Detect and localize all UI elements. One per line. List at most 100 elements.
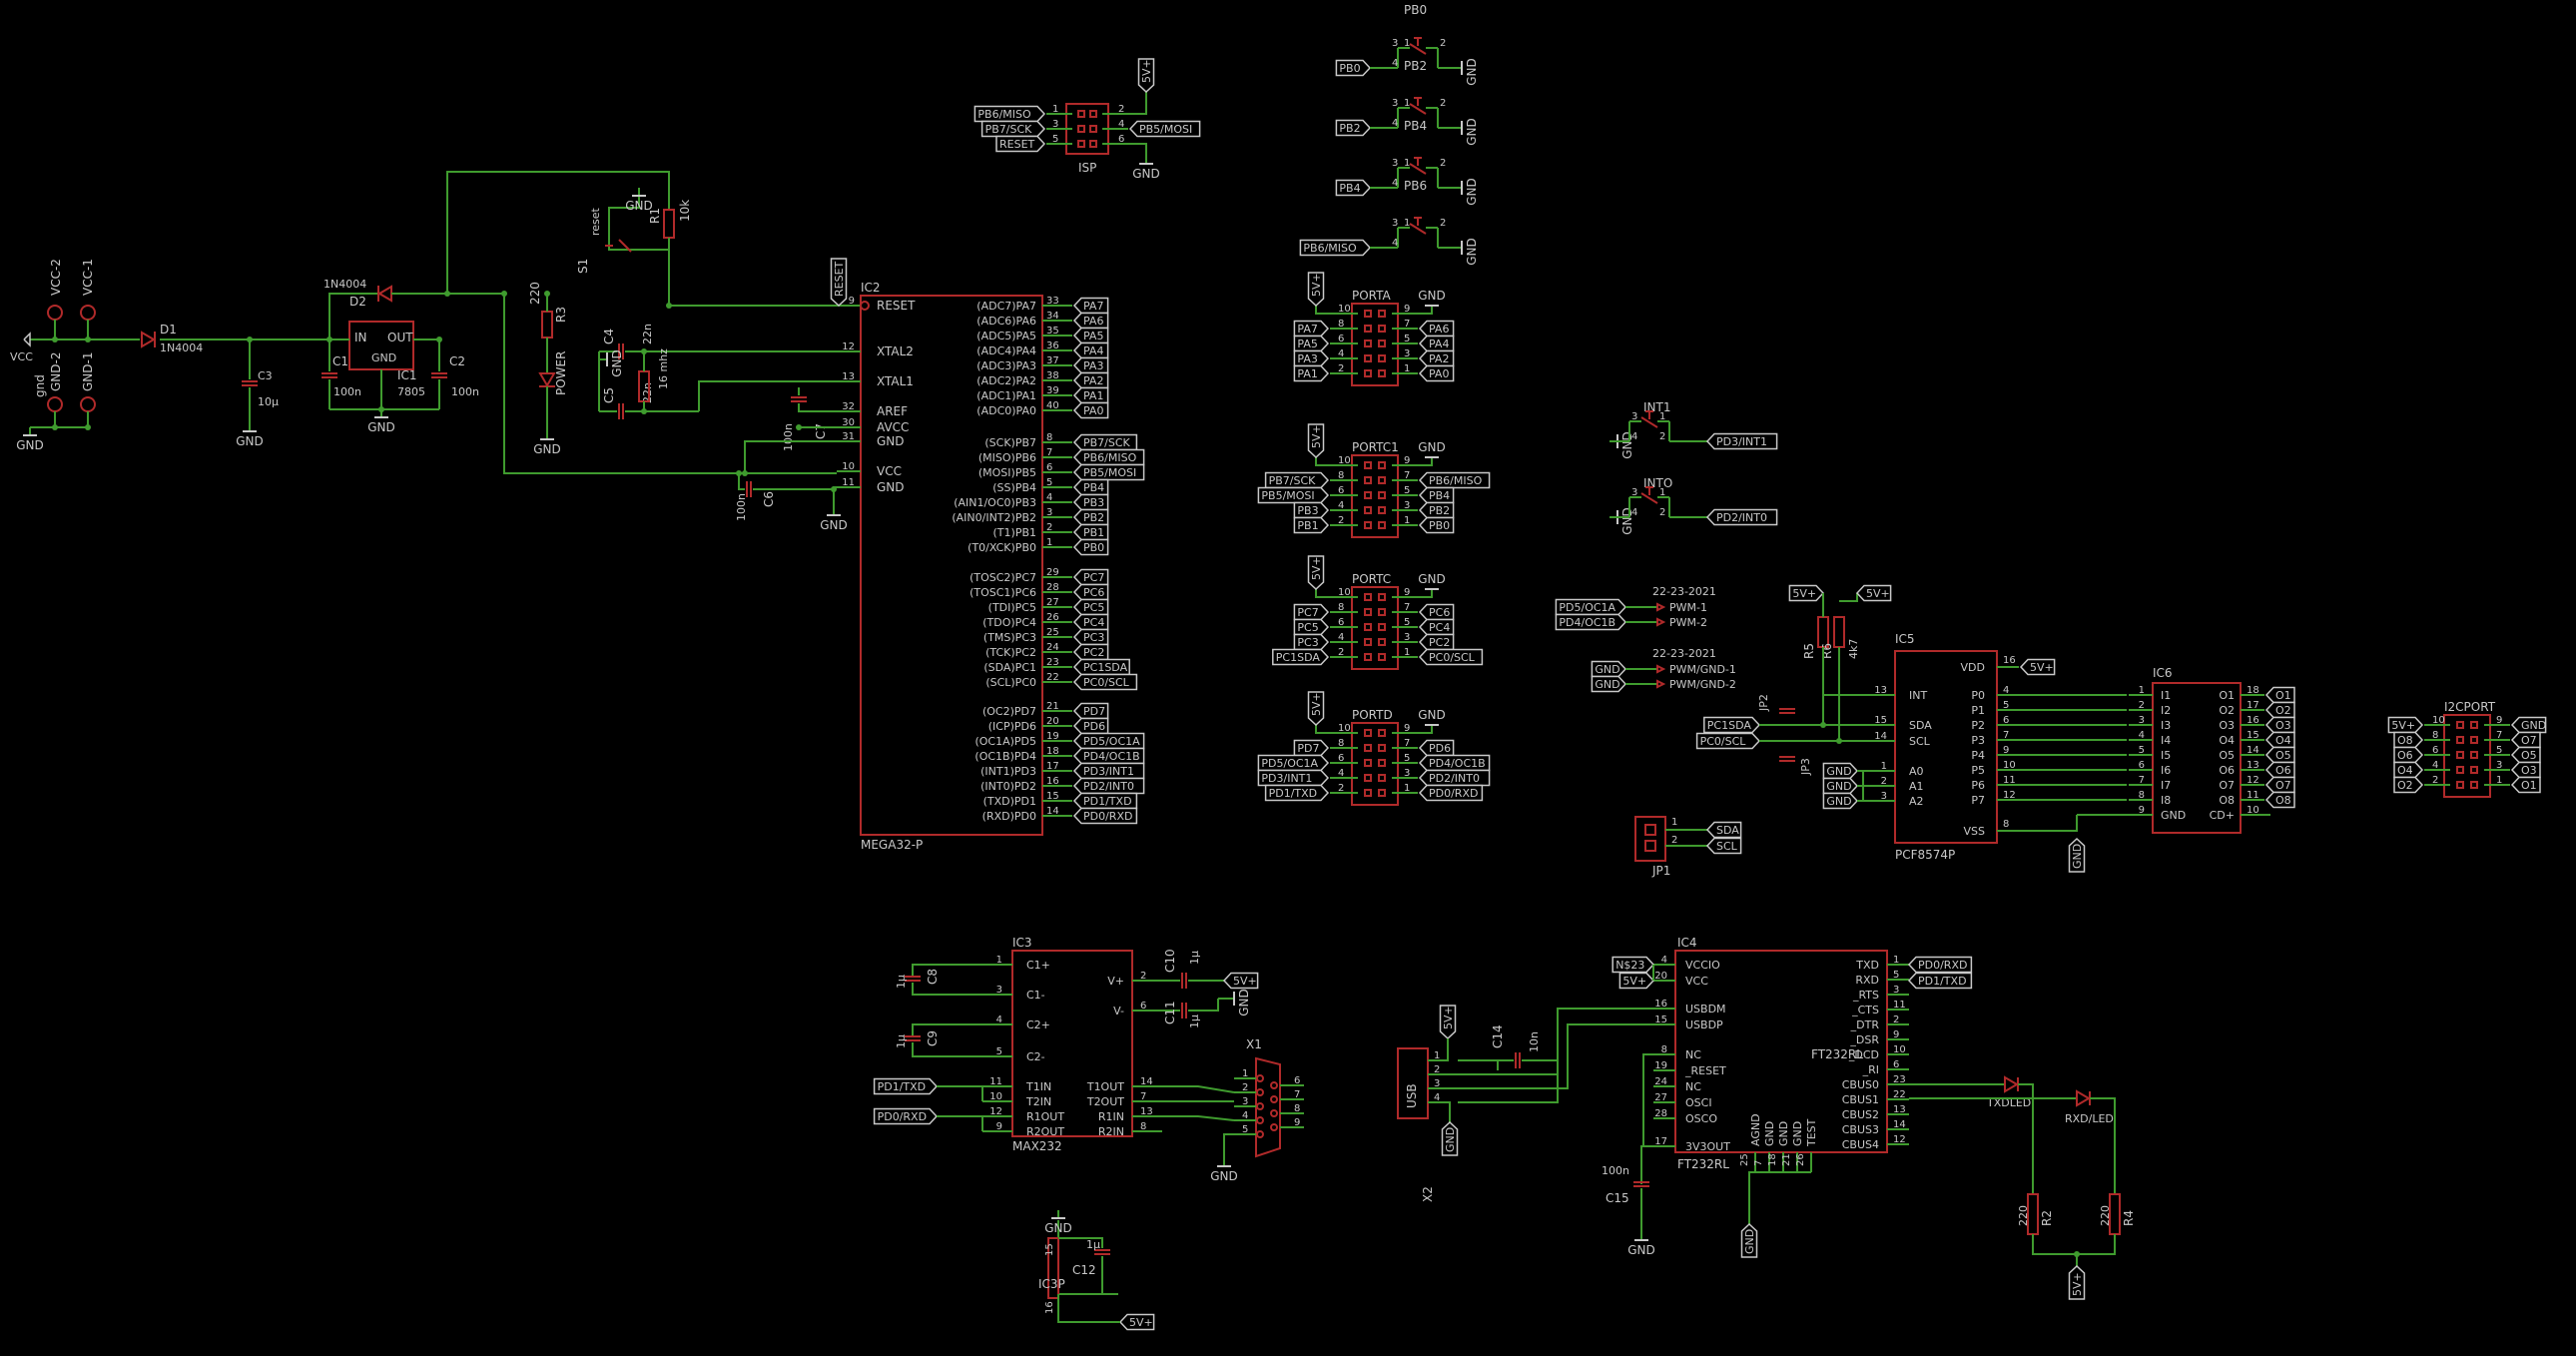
i2c-left-flag-text: O6 — [2397, 749, 2413, 762]
ic2-net-pd2int0-text: PD2/INT0 — [1083, 780, 1134, 793]
wire — [1315, 589, 1330, 598]
c12-value: 1µ — [1086, 1238, 1100, 1251]
header-socket — [1364, 759, 1372, 767]
port-header-portc1 — [1351, 454, 1399, 538]
ic2-pin-name: (ADC0)PA0 — [976, 404, 1036, 417]
ic2-pin-number: 12 — [842, 341, 855, 352]
header-net-right — [1418, 486, 1455, 504]
header-net-right-text: PD0/RXD — [1429, 787, 1478, 800]
header-pin-no: 2 — [1338, 783, 1344, 794]
ic4-pin-name: USBDM — [1685, 1003, 1726, 1016]
header-socket — [1378, 354, 1386, 362]
ic2-net-pc6-text: PC6 — [1083, 586, 1104, 599]
int-net-flag — [1705, 432, 1778, 450]
r1-ref: R1 — [648, 208, 662, 224]
junction-dot — [666, 303, 672, 309]
dsub-pin — [1270, 1123, 1278, 1131]
pin-no: 3 — [1631, 411, 1637, 422]
i2c-right-flag — [2510, 761, 2541, 779]
ic4-pin-no: 16 — [1654, 999, 1667, 1010]
header-net-right-text: PA4 — [1429, 338, 1449, 350]
ic4-pin-name: USBDP — [1685, 1018, 1723, 1031]
ic5-p-number: 5 — [2003, 700, 2009, 711]
ic2-net-pb3 — [1072, 493, 1109, 511]
ic6-in-name: I4 — [2161, 734, 2171, 747]
ic2-net-pa5-text: PA5 — [1083, 330, 1103, 342]
pin-no: 3 — [1392, 158, 1398, 169]
wire — [744, 440, 837, 473]
dsub-pin — [1256, 1130, 1264, 1138]
jp1-sda-flag — [1705, 821, 1742, 839]
wire — [1128, 143, 1147, 156]
ic4-pin-name: _CTS — [1851, 1004, 1879, 1017]
pin-no: 3 — [1392, 38, 1398, 49]
wire — [1418, 725, 1433, 734]
isp-socket — [1077, 140, 1085, 148]
ic4-ref: IC4 — [1677, 936, 1697, 950]
rxd-led-label: RXD/LED — [2065, 1112, 2114, 1125]
gnd-ic3p-label: GND — [1044, 1221, 1072, 1235]
connector-pad — [80, 305, 96, 321]
header-socket — [1364, 369, 1372, 377]
ic3-5v-flag-text: 5V+ — [1233, 975, 1257, 988]
r4-ref: R4 — [2122, 1210, 2136, 1226]
vcc1-label: VCC-1 — [81, 259, 95, 296]
ic6-out-no: 16 — [2247, 715, 2259, 726]
r6-resistor — [1833, 616, 1845, 648]
button-contact — [1409, 103, 1427, 115]
ic2-net-pa4-text: PA4 — [1083, 344, 1103, 357]
header-pin-no: 6 — [1338, 617, 1344, 628]
ic4-n23-flag — [1611, 956, 1655, 974]
header-gnd-label: GND — [1418, 440, 1446, 454]
isp-net-left — [995, 135, 1046, 153]
pwm-net-flag — [1555, 598, 1627, 616]
c9-value: 1µ — [895, 1034, 908, 1048]
isp-socket — [1089, 140, 1097, 148]
ic2-pin-name: (SDA)PC1 — [983, 661, 1036, 674]
d2-value: 1N4004 — [323, 278, 366, 291]
ic3p-5v-flag-text: 5V+ — [1129, 1316, 1153, 1329]
header-pin-no: 1 — [1404, 647, 1410, 658]
junction-dot — [85, 337, 91, 342]
ic2-pin-number: 33 — [1046, 296, 1059, 307]
isp-socket — [1077, 125, 1085, 133]
button-net-0 — [1335, 59, 1372, 77]
ic4-ft232rl-body — [1674, 950, 1888, 1153]
header-socket — [1378, 593, 1386, 601]
header-net-right — [1418, 648, 1484, 666]
pin-no: 25 — [1739, 1153, 1750, 1166]
ic2-pin-name: (ADC3)PA3 — [976, 359, 1036, 372]
pin-no: 1 — [1404, 218, 1410, 229]
ic4-5v-flag — [1618, 972, 1655, 990]
ic4-pin-no: 22 — [1893, 1089, 1906, 1100]
header-net-left — [1293, 603, 1330, 621]
pwm-net-flag-text: PD4/OC1B — [1559, 616, 1615, 629]
button-net-1-text: PB2 — [1339, 122, 1360, 135]
ic4-pin-name: CBUS0 — [1842, 1078, 1879, 1091]
ic5-pin-number: 14 — [1874, 731, 1887, 742]
i2c-right-flag-text: GND — [2521, 719, 2546, 732]
dsub-pin — [1256, 1088, 1264, 1096]
ic2-pin-name: VCC — [877, 464, 902, 478]
ic2-pin-number: 23 — [1046, 657, 1059, 668]
header-net-right — [1418, 603, 1455, 621]
wire — [1446, 1023, 1653, 1089]
header-net-right — [1418, 618, 1455, 636]
ic6-out-name: O1 — [2219, 689, 2235, 702]
header-net-right — [1418, 739, 1455, 757]
isp-net-left — [980, 120, 1046, 138]
wire — [2032, 1234, 2116, 1255]
i2c-left-flag — [2393, 761, 2424, 779]
header-net-right-text: PC6 — [1429, 606, 1450, 619]
gnd-int-label: GND — [1620, 431, 1634, 459]
button-next-ref: PB2 — [1404, 59, 1427, 73]
ic5-p-number: 12 — [2003, 790, 2016, 801]
ic6-out-flag — [2264, 701, 2295, 719]
r1-value: 10k — [678, 200, 692, 222]
ic2-pin-number: 13 — [842, 371, 855, 382]
ic5-pin-name: A0 — [1909, 765, 1924, 778]
ic2-pin-name: (ADC7)PA7 — [976, 300, 1036, 313]
wire — [1315, 306, 1330, 315]
pwm-pin-arrow — [1656, 617, 1666, 627]
